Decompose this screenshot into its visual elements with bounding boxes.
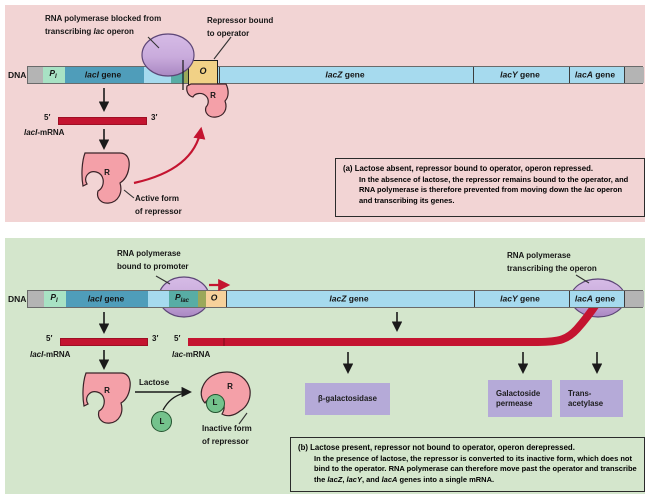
lactose-bound-letter: L <box>212 397 218 407</box>
top-operator-box <box>188 60 218 87</box>
pointer-blocked-label <box>147 36 160 49</box>
transcribing-label-line2: transcribing the operon <box>507 264 597 273</box>
top-lacy-gene-label: lacY gene <box>500 69 540 80</box>
product-label: acetylase <box>568 398 604 408</box>
repressor-bound-label-line2: to operator <box>207 29 250 38</box>
active-form-label-line1: Active form <box>135 194 180 203</box>
pointer-inactive-form-label <box>238 412 248 425</box>
top-seg-lacy-gene <box>473 67 569 83</box>
bottom-pi-label: PI <box>50 292 58 305</box>
lactose-molecule-free <box>151 411 172 432</box>
lac-mrna-strand <box>188 300 601 346</box>
top-dna-label: DNA <box>8 70 27 80</box>
product-label: Galactoside <box>496 388 541 398</box>
bot-seg-lacy-gene <box>474 291 569 307</box>
top-laci-gene-label: lacI gene <box>84 69 122 80</box>
bottom-lacy-gene-label: lacY gene <box>500 293 540 304</box>
bound-promoter-label-line1: RNA polymerase <box>117 249 181 258</box>
blocked-label-line2: transcribing lac operon <box>45 27 134 36</box>
inactive-form-label-line1: Inactive form <box>202 424 252 433</box>
lactose-molecule-bound <box>206 394 225 413</box>
lactose-label: Lactose <box>139 378 170 387</box>
arrow-repressor-binds-operator <box>133 126 206 185</box>
bottom-plac-label: Plac <box>174 292 190 305</box>
lactose-free-letter: L <box>159 416 165 426</box>
active-form-label-line2: of repressor <box>135 207 182 216</box>
bottom-laci-gene-label: lacI gene <box>87 293 125 304</box>
product-transacetylase: Trans- acetylase <box>560 380 623 417</box>
bottom-laca-gene-label: lacA gene <box>574 293 616 304</box>
bot-seg-spacer <box>148 291 169 307</box>
top-seg-laca-gene <box>569 67 624 83</box>
lac-mrna-label: lac-mRNA <box>172 350 211 359</box>
top-pi-label: PI <box>49 68 57 81</box>
product-label: permease <box>496 398 533 408</box>
repressor-active-letter-top: R <box>104 167 110 177</box>
caption-a-heading: Lactose absent, repressor bound to opera… <box>354 164 593 173</box>
pointer-repressor-bound-label <box>213 36 232 60</box>
top-laci-mrna-bar <box>58 117 147 125</box>
bottom-lacz-gene-label: lacZ gene <box>329 293 369 304</box>
bot-seg-lacz-gene <box>226 291 474 307</box>
pointer-active-form-label <box>123 189 135 199</box>
top-laca-gene-label: lacA gene <box>574 69 616 80</box>
caption-a-tag: (a) <box>343 164 353 173</box>
arrow-lactose-join-curve <box>162 392 185 411</box>
top-laci-mrna-label: lacI-mRNA <box>24 128 65 137</box>
top-mrna-3prime: 3′ <box>151 113 158 122</box>
top-operator-label: O <box>199 66 207 77</box>
caption-b-tag: (b) <box>298 443 308 452</box>
pointer-bound-promoter-label <box>155 275 171 285</box>
top-seg-laci-gene <box>65 67 144 83</box>
bot-seg-plac-promoter <box>169 291 198 307</box>
bot-seg-operator <box>206 291 226 307</box>
product-beta-galactosidase: β-galactosidase <box>305 383 390 415</box>
top-seg-gray-right <box>624 67 644 83</box>
pointer-transcribing-label <box>575 274 590 284</box>
bottom-laci-mrna-label: lacI-mRNA <box>30 350 71 359</box>
top-seg-gray-left <box>28 67 43 83</box>
bottom-dna-label: DNA <box>8 294 27 304</box>
repressor-active-shape-top <box>81 152 130 204</box>
repressor-bound-shape <box>186 83 229 118</box>
repressor-active-letter-bottom: R <box>104 385 110 395</box>
repressor-bound-letter: R <box>210 90 216 100</box>
transcribing-label-line1: RNA polymerase <box>507 251 571 260</box>
repressor-active-shape-bottom <box>82 372 131 424</box>
top-seg-pi-promoter <box>43 67 65 83</box>
repressor-bound-label-line1: Repressor bound <box>207 16 274 25</box>
bottom-dna-bar <box>27 290 644 308</box>
top-seg-lacz-gene <box>219 67 473 83</box>
bot-seg-pi-promoter <box>44 291 66 307</box>
product-label: β-galactosidase <box>318 394 377 404</box>
top-lacz-gene-label: lacZ gene <box>325 69 365 80</box>
bottom-operator-label: O <box>210 292 218 303</box>
bot-seg-laci-gene <box>66 291 148 307</box>
caption-b-heading: Lactose present, repressor not bound to … <box>310 443 575 452</box>
repressor-inactive-letter: R <box>227 381 233 391</box>
caption-b-body: In the presence of lactose, the represso… <box>314 454 637 484</box>
bot-seg-olive <box>198 291 206 307</box>
blocked-label-line1: RNA polymerase blocked from <box>45 14 162 23</box>
bound-promoter-label-line2: bound to promoter <box>117 262 189 271</box>
bot-seg-laca-gene <box>569 291 624 307</box>
bot-seg-gray-right <box>624 291 644 307</box>
product-galactoside-permease: Galactoside permease <box>488 380 552 417</box>
lac-mrna-5prime: 5′ <box>174 334 181 343</box>
caption-a-body: In the absence of lactose, the repressor… <box>359 175 629 205</box>
product-label: Trans- <box>568 388 592 398</box>
caption-a: (a) Lactose absent, repressor bound to o… <box>335 158 645 217</box>
bottom-laci-mrna-5prime: 5′ <box>46 334 53 343</box>
top-seg-olive <box>184 67 189 83</box>
rna-polymerase-blocked <box>141 33 195 77</box>
bot-seg-gray-left <box>28 291 44 307</box>
inactive-form-label-line2: of repressor <box>202 437 249 446</box>
top-mrna-5prime: 5′ <box>44 113 51 122</box>
caption-b: (b) Lactose present, repressor not bound… <box>290 437 645 492</box>
bottom-laci-mrna-bar <box>60 338 148 346</box>
bottom-laci-mrna-3prime: 3′ <box>152 334 159 343</box>
